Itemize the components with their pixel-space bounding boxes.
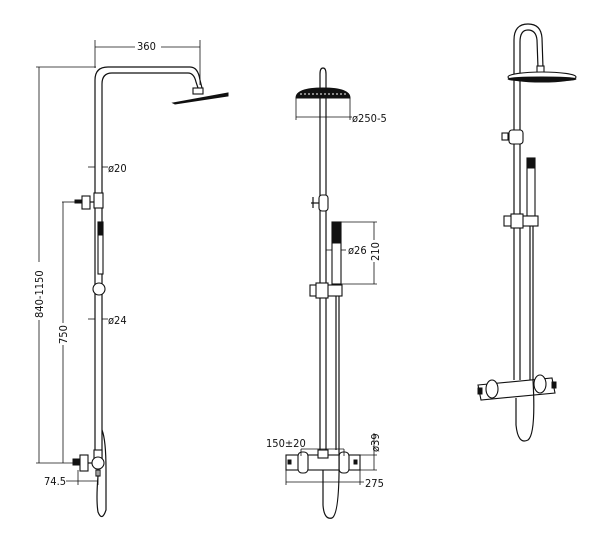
dim-handset-length: 210: [341, 221, 382, 285]
dim-centres: 150±20: [266, 437, 345, 456]
dim-275-label: 275: [365, 477, 384, 490]
dim-o250-5-label: ø250-5: [352, 112, 387, 125]
side-diverter: [74, 192, 104, 210]
dim-o24-label: ø24: [108, 314, 127, 327]
persp-thermostatic-valve: [477, 374, 557, 401]
dim-head-diameter: ø250-5: [295, 98, 387, 125]
front-shower-head: [295, 87, 351, 99]
persp-shower-head: [507, 65, 577, 83]
persp-riser-pipe: [513, 23, 544, 380]
front-view: ø250-5 210 ø26: [266, 67, 387, 519]
dim-pipe-top: ø20: [88, 162, 127, 175]
dim-outlet-height: 750: [57, 201, 78, 463]
dim-overall-height: 840-1150: [32, 66, 96, 464]
dim-offset: 74.5: [44, 470, 99, 488]
persp-slide-bracket: [503, 213, 539, 229]
dim-valve-width: 275: [285, 470, 384, 490]
side-hose: [96, 429, 107, 518]
side-riser-pipe: [94, 66, 203, 460]
dim-pipe-bottom: ø24: [88, 314, 127, 327]
dim-150-20-label: 150±20: [266, 437, 306, 450]
dim-reach: 360: [94, 39, 201, 85]
front-thermostatic-valve: [285, 449, 361, 474]
side-shower-head: [171, 87, 229, 105]
side-handset: [92, 221, 106, 296]
front-diverter: [311, 194, 329, 212]
dim-o20-label: ø20: [108, 162, 127, 175]
dim-74-5-label: 74.5: [44, 475, 66, 488]
dim-360-label: 360: [137, 40, 156, 53]
front-hose: [322, 449, 340, 519]
front-handset: [331, 221, 342, 450]
front-riser-pipe: [319, 67, 327, 460]
persp-hose: [515, 379, 535, 442]
dim-handset-diameter: ø26: [326, 244, 367, 257]
perspective-view: [477, 23, 577, 442]
dim-valve-diameter: ø39: [360, 433, 382, 471]
dim-750-label: 750: [57, 325, 70, 344]
persp-handset: [526, 157, 536, 380]
dim-840-1150-label: 840-1150: [33, 270, 46, 318]
dim-o26-label: ø26: [348, 244, 367, 257]
dim-210-label: 210: [369, 242, 382, 261]
persp-diverter: [501, 129, 524, 145]
front-slide-bracket: [309, 282, 343, 299]
side-view: 360 840-1150 750 ø20 ø24: [32, 39, 229, 518]
dim-o39-label: ø39: [369, 433, 382, 452]
